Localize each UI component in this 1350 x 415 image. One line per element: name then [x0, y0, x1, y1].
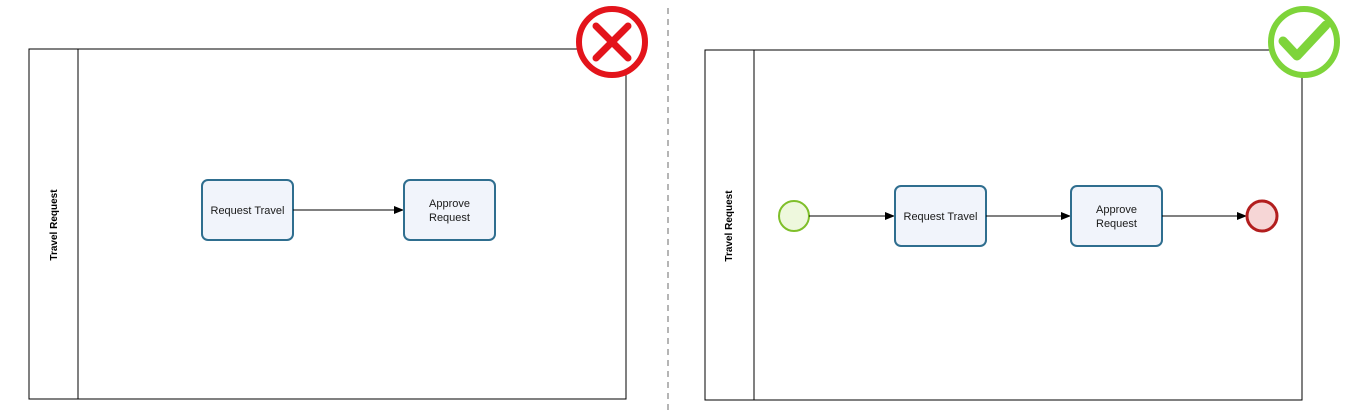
x-mark-icon	[576, 6, 648, 78]
wrong-pool-label: Travel Request	[49, 189, 60, 261]
task-label-line: Approve	[429, 198, 470, 210]
end-event[interactable]	[1245, 199, 1279, 233]
correct-task-request-travel-label: Request Travel	[904, 211, 978, 223]
start-event[interactable]	[778, 200, 810, 232]
correct-pool-label: Travel Request	[724, 190, 735, 262]
check-mark-icon-tick	[1278, 20, 1331, 61]
task-label-line: Request	[429, 212, 470, 224]
task-label-line: Approve	[1096, 204, 1137, 216]
wrong-task-approve-request-box[interactable]	[403, 179, 496, 241]
wrong-task-request-travel[interactable]: Request Travel	[201, 179, 294, 241]
correct-task-request-travel[interactable]: Request Travel	[894, 185, 987, 247]
wrong-task-request-travel-label: Request Travel	[211, 205, 285, 217]
wrong-pool: Travel Request	[28, 48, 627, 400]
x-mark-icon-stroke-b	[592, 22, 632, 62]
correct-task-approve-request-box[interactable]	[1070, 185, 1163, 247]
wrong-pool-border	[28, 48, 627, 400]
check-mark-icon	[1268, 6, 1340, 78]
task-label-line: Request	[1096, 218, 1137, 230]
